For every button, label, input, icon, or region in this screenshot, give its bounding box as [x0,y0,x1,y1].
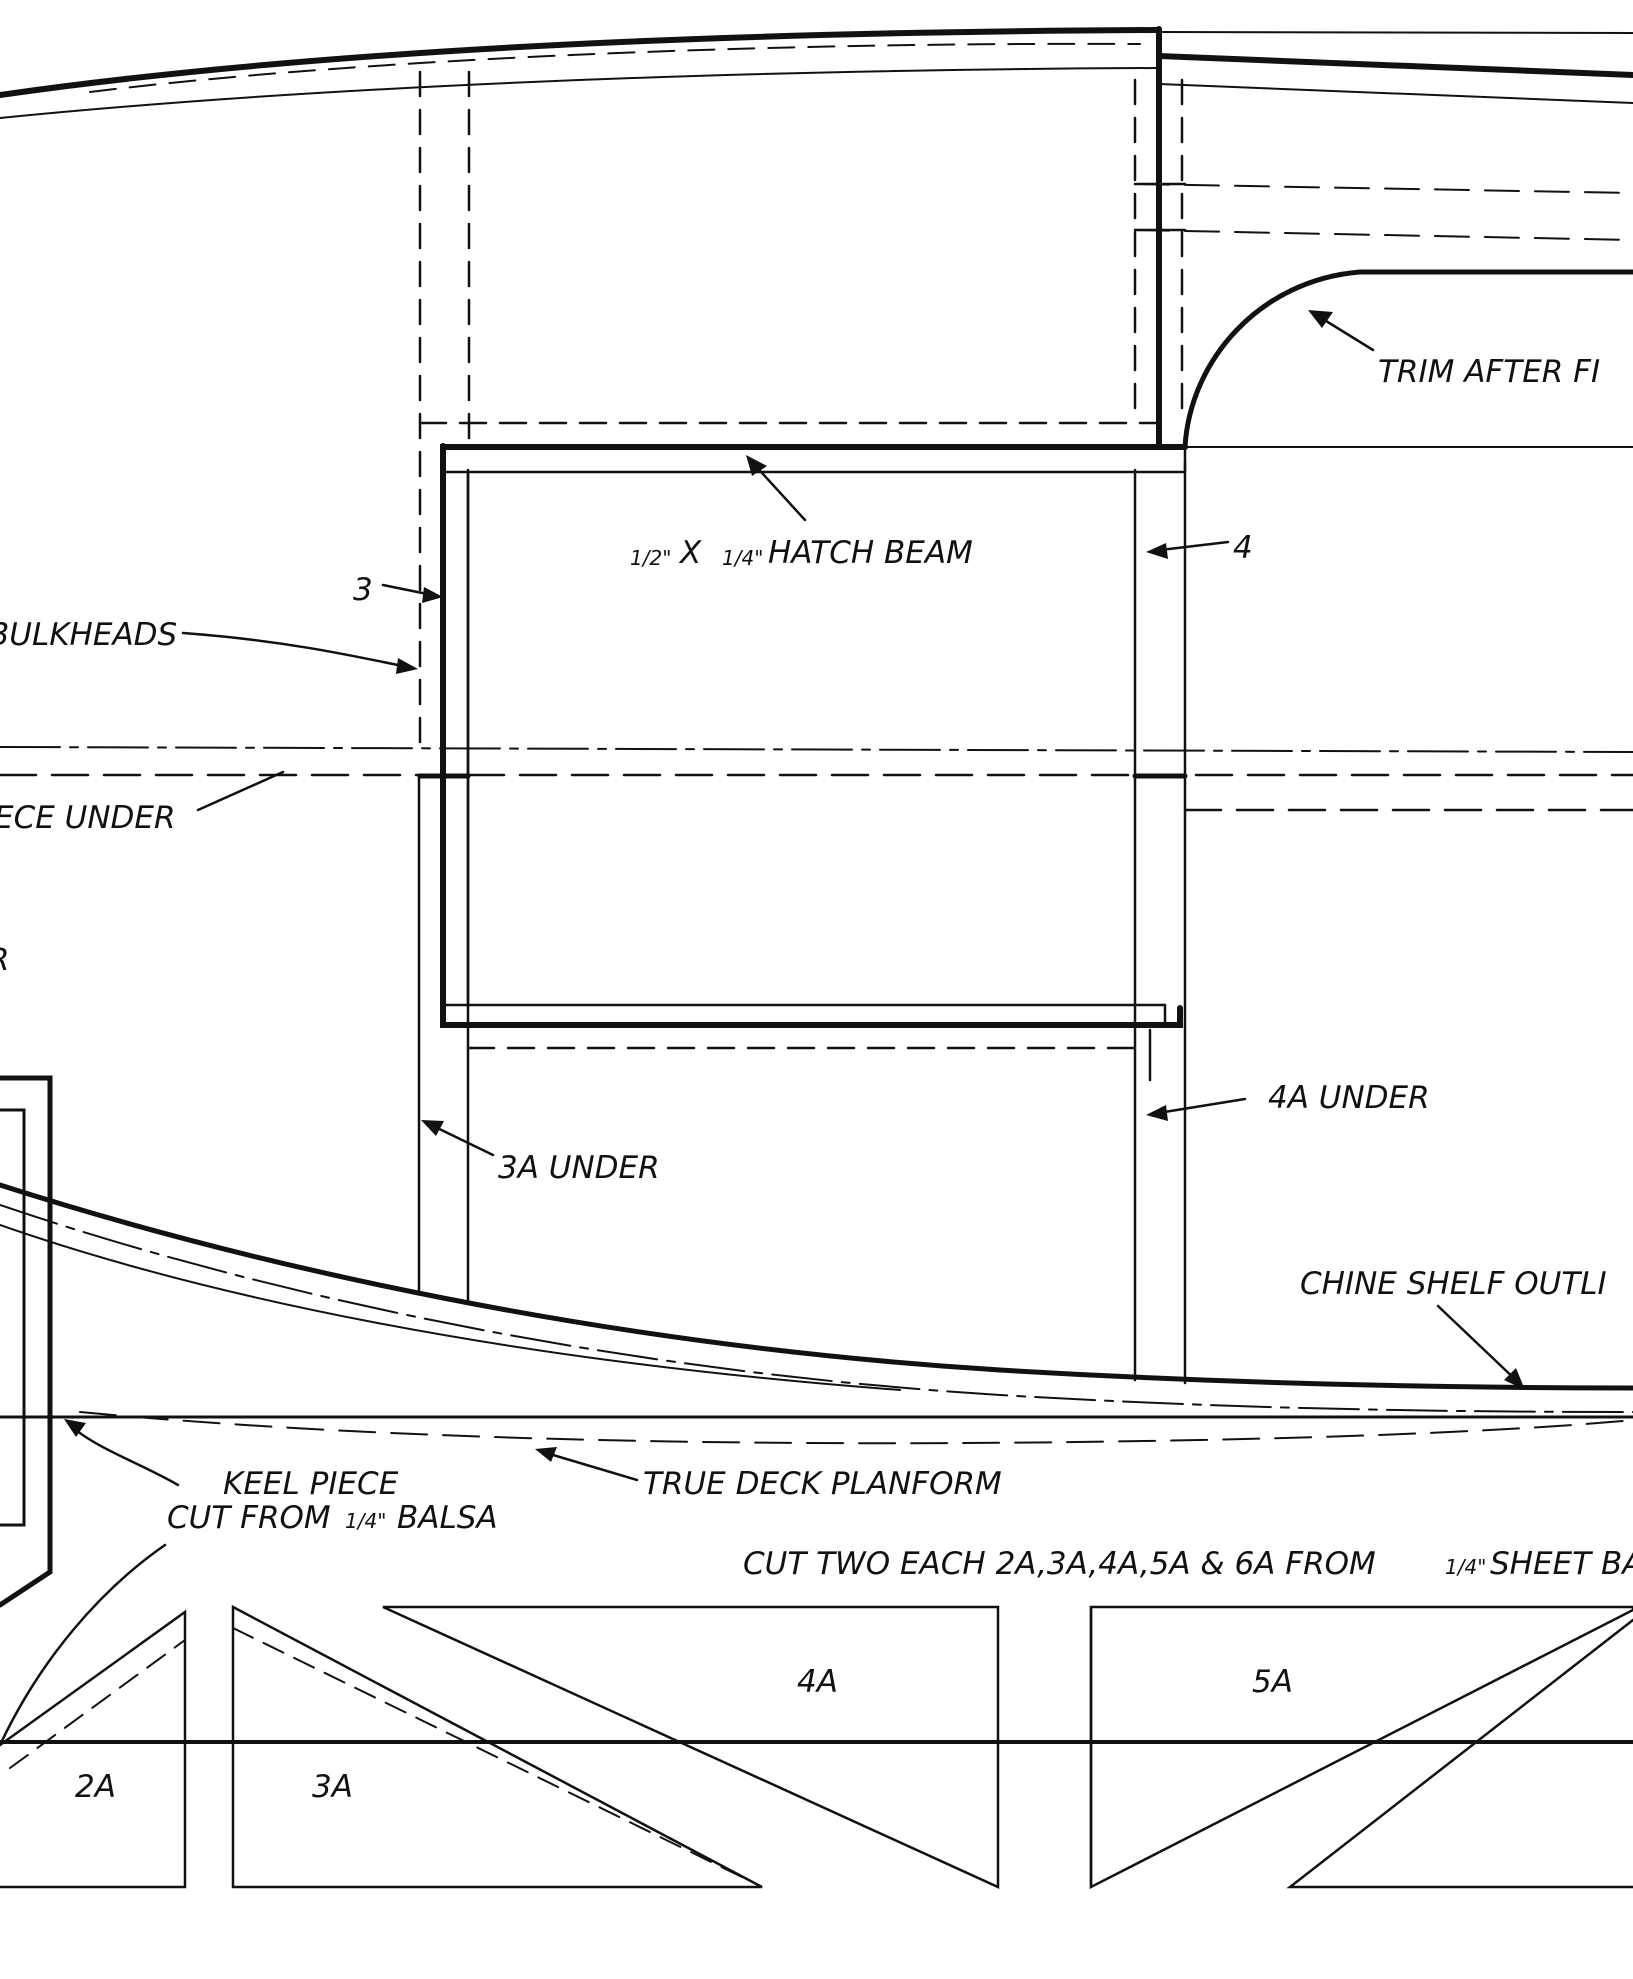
keel-piece-inner [0,1108,26,1527]
arrowhead-trim [1308,310,1333,328]
label-hatch-beam: HATCH BEAM [768,535,973,571]
part-3a-dashed [232,1627,749,1881]
arrow-heads [64,310,1525,1462]
arrowhead-hatch-beam [746,455,767,476]
label-keel-piece-balsa: BALSA [397,1500,498,1536]
annotations: TRIM AFTER FI 1/2" X 1/4" HATCH BEAM 3 4… [0,354,1633,1805]
deck-edge-dashed-left [89,42,1141,93]
deck-dashed-right-1 [1134,183,1633,194]
chine-thick-curve [0,1182,1633,1391]
deck-edge-thin-right-2 [1158,83,1633,104]
arrowhead-bulkhead-3 [422,587,443,603]
part-2a-outline [0,1609,187,1889]
center-lines [0,746,1633,812]
label-part-3a: 3A [312,1769,353,1805]
leader-4a-under [1150,1097,1247,1116]
arrowhead-bulkhead-4 [1146,543,1168,559]
hatch-thick-outline [440,444,1183,1028]
arrowhead-chine-shelf [1504,1368,1525,1390]
leader-true-deck [541,1450,639,1482]
label-piece-under: ECE UNDER [0,800,176,836]
arrowhead-bulkheads [396,658,418,674]
chine-thin-curve [0,1224,901,1391]
label-keel-piece-line1: KEEL PIECE [223,1466,399,1502]
label-true-deck-planform: TRUE DECK PLANFORM [643,1466,1002,1502]
label-chine-shelf-outline: CHINE SHELF OUTLI [1300,1266,1607,1302]
leader-piece-under [196,770,285,812]
deck-edge-thin-right [1158,31,1633,34]
true-deck-dashed [79,1411,1633,1445]
label-part-4a: 4A [797,1664,838,1700]
leader-trim [1316,314,1375,352]
label-edge-r: R [0,942,10,978]
label-3a-under: 3A UNDER [498,1150,660,1186]
label-keel-piece-line2: CUT FROM [167,1500,331,1536]
part-6a-outline [1286,1618,1633,1889]
deck-outline [0,26,1633,450]
deck-edge-thin-left [0,67,1158,119]
label-4a-under: 4A UNDER [1268,1080,1430,1116]
deck-edge-thick-right [1156,53,1633,78]
label-bulkhead-3: 3 [353,572,373,608]
label-cut-two-tail: SHEET BA [1490,1546,1633,1582]
leader-keel-piece [68,1423,180,1487]
label-hatch-beam-thickness: 1/4" [722,546,763,570]
label-keel-piece-fraction: 1/4" [345,1509,386,1533]
cut-parts [0,1543,1633,1890]
label-cut-two-each: CUT TWO EACH 2A,3A,4A,5A & 6A FROM [743,1546,1376,1582]
part-1a-arc [0,1543,167,1747]
leader-lines [68,314,1521,1487]
arrowhead-3a-under [421,1120,444,1136]
arrowhead-keel-piece [64,1419,86,1437]
part-5a-outline [1089,1605,1633,1890]
part-4a-outline [382,1605,1000,1889]
hatch-opening [418,421,1188,1082]
label-trim-after-fitting: TRIM AFTER FI [1378,354,1600,390]
label-hatch-beam-width: 1/2" [630,546,671,570]
label-part-5a: 5A [1252,1664,1293,1700]
chine-dash-dot-curve [0,1204,1633,1413]
leader-chine-shelf [1436,1304,1521,1385]
trim-curve-path [1182,269,1633,450]
centerline-dash-dot [0,746,1633,753]
label-part-2a: 2A [75,1769,116,1805]
label-bulkheads: BULKHEADS [0,617,177,653]
part-3a-outline [231,1604,763,1889]
arrowhead-4a-under [1146,1105,1168,1121]
keel-piece [0,1075,53,1608]
label-bulkhead-4: 4 [1233,530,1253,566]
arrowhead-true-deck [535,1447,557,1462]
label-hatch-beam-x: X [678,535,702,571]
leader-bulkheads [181,631,414,670]
trim-curve [1182,269,1633,450]
leader-hatch-beam [750,460,807,522]
deck-dashed-right-2 [1134,229,1633,241]
chine-lines [0,1182,1633,1445]
part-2a-dashed [9,1639,186,1769]
keel-piece-outer [0,1075,53,1608]
deck-edge-thick-left [0,27,1160,98]
label-cut-two-fraction: 1/4" [1445,1555,1486,1579]
